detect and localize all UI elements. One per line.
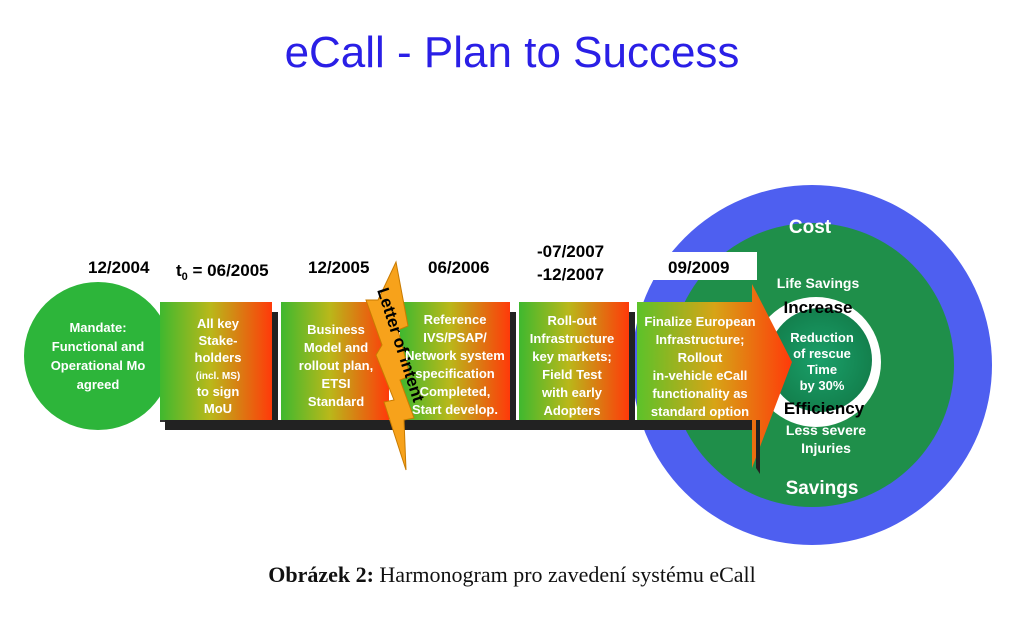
milestone-5-line: Adopters xyxy=(543,403,600,418)
milestone-6-line: Rollout xyxy=(678,350,723,365)
milestone-4-line: Reference xyxy=(424,312,487,327)
milestone-1 xyxy=(24,282,172,430)
milestone-1-line: agreed xyxy=(77,377,120,392)
milestone-5-date-2: -12/2007 xyxy=(537,265,604,284)
cost-label: Cost xyxy=(789,217,832,238)
life-savings-label: Life Savings xyxy=(777,275,860,291)
milestone-5 xyxy=(519,302,635,424)
milestone-3-line: ETSI xyxy=(322,376,351,391)
efficiency-label: Efficiency xyxy=(784,399,865,418)
milestone-5-line: key markets; xyxy=(532,349,612,364)
milestone-5-line: with early xyxy=(541,385,603,400)
milestone-4-shadow xyxy=(510,312,516,424)
figure-caption: Obrázek 2: Harmonogram pro zavedení syst… xyxy=(0,562,1024,588)
milestone-3-date: 12/2005 xyxy=(308,258,369,277)
milestone-3-line: Model and xyxy=(304,340,368,355)
milestone-4 xyxy=(400,302,516,424)
milestone-3-line: Standard xyxy=(308,394,364,409)
milestone-4-line: Completed, xyxy=(420,384,491,399)
less-severe-label: Less severe xyxy=(786,422,866,438)
caption-label: Obrázek 2: xyxy=(268,562,374,587)
milestone-2-line: to sign xyxy=(197,384,240,399)
milestone-4-line: IVS/PSAP/ xyxy=(423,330,487,345)
milestone-2-line: All key xyxy=(197,316,240,331)
savings-label: Savings xyxy=(786,478,859,499)
milestone-6-arrow xyxy=(637,284,792,474)
milestone-2-line: (incl. MS) xyxy=(196,371,240,382)
milestone-6-line: functionality as xyxy=(652,386,747,401)
final-arrow-shadow xyxy=(756,420,760,474)
milestone-1-line: Operational Mo xyxy=(51,358,146,373)
milestone-6-line: Finalize European xyxy=(644,314,755,329)
milestone-2-line: holders xyxy=(195,350,242,365)
milestone-5-box xyxy=(519,302,629,420)
milestone-2-line: MoU xyxy=(204,401,232,416)
milestone-5-shadow xyxy=(629,312,635,424)
milestone-3-line: Business xyxy=(307,322,365,337)
milestone-4-line: Start develop. xyxy=(412,402,498,417)
milestone-1-date: 12/2004 xyxy=(88,258,150,277)
milestone-6-date: 09/2009 xyxy=(668,258,729,277)
letter-of-intent-bolt xyxy=(365,260,415,471)
center-circle xyxy=(768,308,872,412)
milestone-5-line: Infrastructure xyxy=(530,331,615,346)
center-text-line: by 30% xyxy=(800,378,845,393)
milestone-2-line: Stake- xyxy=(198,333,237,348)
milestone-4-date: 06/2006 xyxy=(428,258,489,277)
milestone-6-line: in-vehicle eCall xyxy=(653,368,748,383)
milestone-2-date: t0 = 06/2005 xyxy=(176,261,269,283)
milestone-3-box xyxy=(281,302,389,420)
milestone-3 xyxy=(281,302,389,420)
increase-label: Increase xyxy=(784,298,853,317)
milestone-6-line: standard option xyxy=(651,404,749,419)
milestone-2-shadow xyxy=(272,312,278,424)
milestone-1-line: Mandate: xyxy=(69,320,126,335)
milestone-5-line: Field Test xyxy=(542,367,602,382)
milestone-1-circle xyxy=(24,282,172,430)
milestone-4-line: specification xyxy=(415,366,495,381)
caption-text: Harmonogram pro zavedení systému eCall xyxy=(373,562,756,587)
milestone-5-date-1: -07/2007 xyxy=(537,242,604,261)
timeline-shadow xyxy=(165,420,765,430)
milestone-5-line: Roll-out xyxy=(547,313,597,328)
milestone-4-line: Network system xyxy=(405,348,505,363)
milestone-3-line: rollout plan, xyxy=(299,358,373,373)
milestone-6-line: Infrastructure; xyxy=(656,332,745,347)
final-arrow xyxy=(637,284,792,468)
milestone-6-date-bg xyxy=(645,252,757,280)
milestone-2 xyxy=(160,302,278,424)
center-text-line: of rescue xyxy=(793,346,851,361)
milestone-4-box xyxy=(400,302,510,420)
injuries-label: Injuries xyxy=(801,440,851,456)
diagram-title: eCall - Plan to Success xyxy=(284,28,740,77)
milestone-1-line: Functional and xyxy=(52,339,145,354)
center-text-line: Time xyxy=(807,362,837,377)
center-text-line: Reduction xyxy=(790,330,854,345)
milestone-2-box xyxy=(160,302,272,420)
